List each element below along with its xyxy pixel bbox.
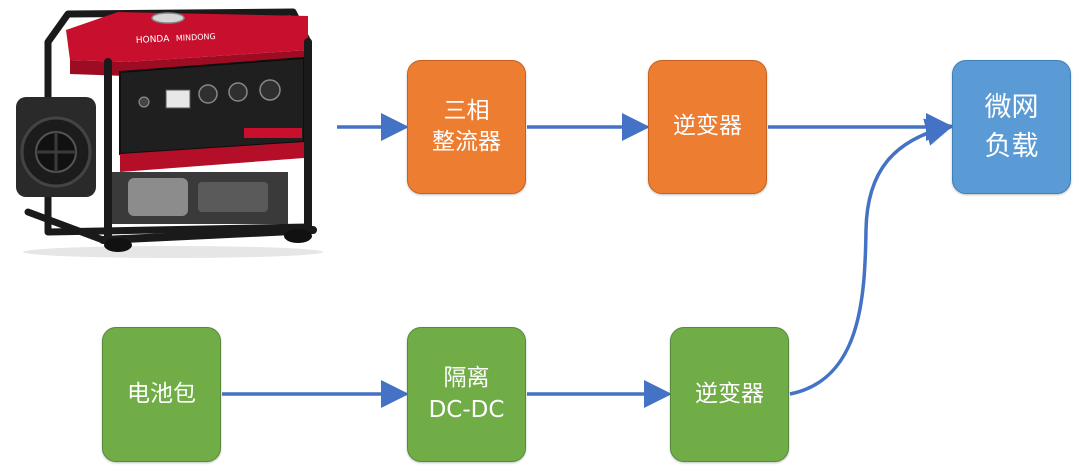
generator-model-label: MINDONG — [176, 32, 216, 43]
microgrid-load-box: 微网 负载 — [952, 60, 1071, 194]
inverter-top-box: 逆变器 — [648, 60, 767, 194]
generator-brand-label: HONDA — [136, 34, 171, 46]
inverter-bottom-box: 逆变器 — [670, 327, 789, 462]
arrow-inverter-to-load-curve — [789, 118, 954, 396]
isolated-dcdc-box: 隔离 DC-DC — [407, 327, 526, 462]
generator-icon: HONDA MINDONG — [16, 8, 323, 258]
three-phase-rectifier-box: 三相 整流器 — [407, 60, 526, 194]
battery-pack-box: 电池包 — [102, 327, 221, 462]
